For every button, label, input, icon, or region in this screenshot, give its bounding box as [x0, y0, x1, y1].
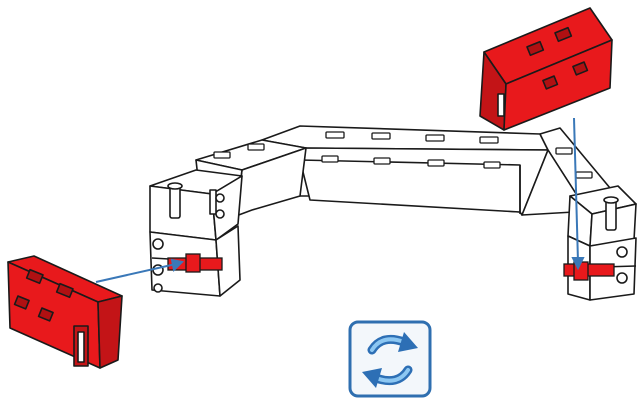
top-beam: [262, 126, 548, 215]
rotate-button[interactable]: [348, 320, 432, 398]
red-brick-bottom-left: [8, 256, 122, 368]
red-brick-top-right: [480, 8, 612, 130]
left-building-block: [150, 170, 242, 296]
